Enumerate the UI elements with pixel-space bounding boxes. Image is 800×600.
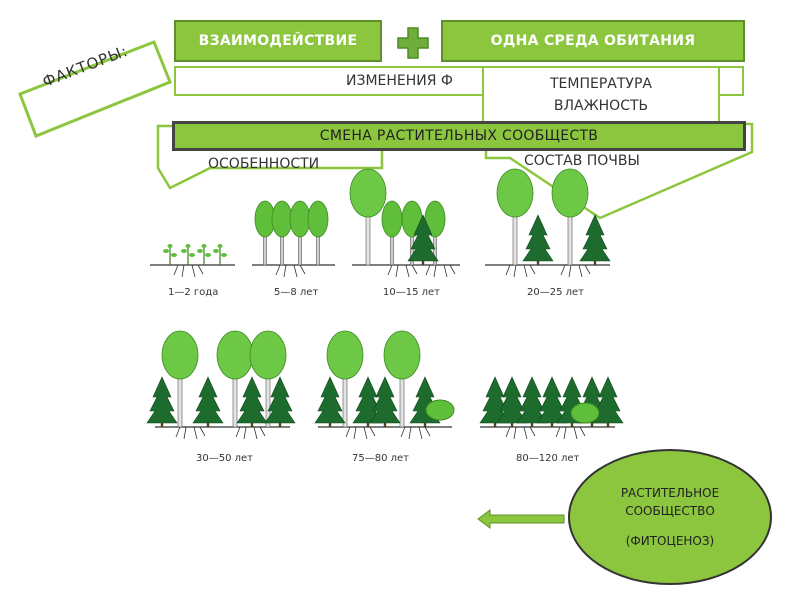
succession-label: СМЕНА РАСТИТЕЛЬНЫХ СООБЩЕСТВ (319, 128, 599, 144)
stage-4-panel (485, 168, 611, 278)
community-line1: РАСТИТЕЛЬНОЕ (620, 486, 720, 500)
humidity-label: ВЛАЖНОСТЬ (553, 98, 649, 114)
stage-caption: 75—80 лет (352, 453, 409, 464)
changes-label: ИЗМЕНЕНИЯ Ф (346, 73, 453, 89)
succession-banner: СМЕНА РАСТИТЕЛЬНЫХ СООБЩЕСТВ (172, 121, 746, 151)
plus-icon (397, 27, 429, 59)
features-label: ОСОБЕННОСТИ (208, 156, 320, 172)
soil-label: СОСТАВ ПОЧВЫ (524, 153, 640, 169)
arrow-left-icon (477, 509, 565, 529)
habitat-box: ОДНА СРЕДА ОБИТАНИЯ (441, 20, 745, 62)
stage-2-panel (252, 200, 335, 278)
stage-caption: 10—15 лет (383, 287, 440, 298)
factors-arrow-shape (18, 40, 172, 138)
community-line3: (ФИТОЦЕНОЗ) (625, 534, 715, 548)
stage-caption: 5—8 лет (274, 287, 319, 298)
stage-6-panel (314, 330, 455, 440)
habitat-label: ОДНА СРЕДА ОБИТАНИЯ (490, 33, 696, 49)
interaction-label: ВЗАИМОДЕЙСТВИЕ (198, 33, 358, 49)
stage-1-panel (150, 243, 235, 278)
stage-7-panel (479, 376, 624, 440)
stage-3-panel (349, 168, 460, 278)
stage-caption: 1—2 года (168, 287, 219, 298)
stage-5-panel (146, 330, 296, 440)
interaction-box: ВЗАИМОДЕЙСТВИЕ (174, 20, 382, 62)
plant-community-ellipse: РАСТИТЕЛЬНОЕ СООБЩЕСТВО (ФИТОЦЕНОЗ) (568, 449, 772, 585)
community-line2: СООБЩЕСТВО (625, 504, 715, 518)
temperature-label: ТЕМПЕРАТУРА (550, 76, 652, 92)
stage-caption: 30—50 лет (196, 453, 253, 464)
forest-succession-illustration (146, 168, 624, 440)
stage-caption: 20—25 лет (527, 287, 584, 298)
stage-caption: 80—120 лет (516, 453, 580, 464)
climate-box: ТЕМПЕРАТУРА ВЛАЖНОСТЬ (482, 66, 720, 124)
